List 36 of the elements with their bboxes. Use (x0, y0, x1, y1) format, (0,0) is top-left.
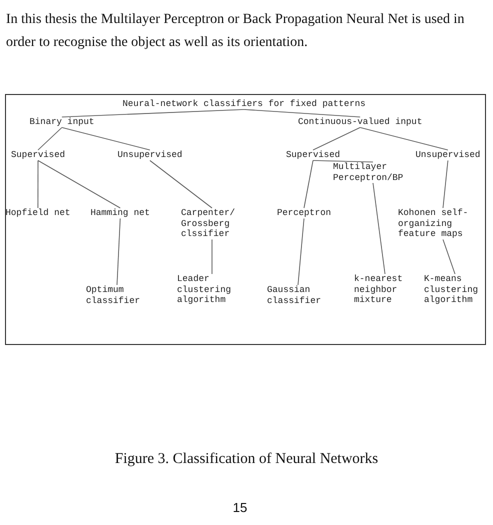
tree-line (304, 160, 314, 208)
tree-line (312, 127, 361, 150)
classifier-label: Kohonen self-organizing feature maps (398, 208, 488, 240)
figure-caption: Figure 3. Classification of Neural Networks (114, 451, 380, 468)
classifier-label: Unsupervised (118, 150, 182, 160)
tree-line (116, 218, 121, 286)
classifier-label: k-nearest neighbor mixture (354, 274, 416, 306)
page-number: 15 (232, 500, 248, 515)
classifier-label: K-means clustering algorithm (424, 274, 486, 306)
classifier-label: Neural-network classifiers for fixed patterns (122, 99, 366, 110)
classifier-label: Continuous-valued input (298, 117, 422, 128)
classifier-label: Unsupervised (416, 150, 480, 160)
classifier-label: Optimum classifier (86, 285, 148, 306)
tree-line (442, 239, 456, 274)
classifier-label: Supervised (286, 150, 340, 160)
classifier-label: Leader clustering algorithm (177, 274, 247, 306)
classifier-label: Perceptron (277, 208, 332, 218)
tree-line (38, 127, 62, 150)
tree-line (298, 218, 304, 286)
classifier-label: Carpenter/ Grossberg clssifier (181, 208, 243, 240)
tree-line (244, 109, 361, 118)
tree-line (38, 160, 121, 208)
classifier-label: Binary input (30, 117, 94, 128)
classifier-label: Hopfield net (6, 208, 70, 218)
tree-line (150, 160, 212, 208)
tree-line (62, 109, 244, 118)
classifier-label: Multilayer Perceptron/BP (333, 162, 413, 183)
tree-line (360, 127, 448, 150)
classifier-label: Gaussian classifier (267, 285, 329, 306)
classifier-label: Hamming net (90, 208, 150, 218)
tree-line (62, 127, 150, 150)
tree-line (372, 182, 386, 274)
classifier-label: Supervised (11, 150, 66, 160)
paragraph: In this thesis the Multilayer Perceptron or Back Propagation Neural Net is used in order to recognise the object as well as its orientation. (6, 11, 466, 52)
tree-line (442, 160, 448, 208)
tree-line (312, 160, 374, 162)
